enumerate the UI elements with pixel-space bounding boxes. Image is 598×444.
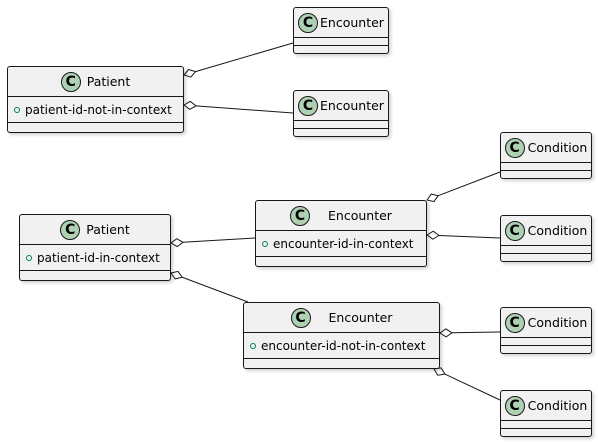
class-methods [20,271,170,280]
class-condition-4[interactable]: C Condition [500,390,592,437]
class-name: Patient [86,74,131,89]
class-header: C Encounter [294,91,388,121]
public-visibility-icon [14,106,20,113]
attribute-row: patient-id-not-in-context [14,103,172,117]
class-methods [501,254,591,261]
aggregation-diamond-icon [183,68,197,78]
class-badge-icon: C [504,137,525,158]
class-header: C Condition [501,133,591,163]
class-methods [501,171,591,178]
aggregation-line-enc_b1-cond_1 [438,171,501,197]
class-encounter-in-context[interactable]: C Encounter encounter-id-in-context [255,200,427,267]
class-condition-1[interactable]: C Condition [500,132,592,179]
class-badge-icon: C [298,12,319,33]
class-header: C Condition [501,391,591,421]
class-condition-3[interactable]: C Condition [500,307,592,354]
class-name: Encounter [328,208,392,223]
class-name: Condition [527,140,588,155]
public-visibility-icon [250,342,256,349]
class-methods [244,359,439,368]
class-header: C Patient [8,67,183,97]
public-visibility-icon [26,254,32,261]
class-header: C Condition [501,216,591,246]
class-attributes [501,421,591,429]
class-methods [501,346,591,353]
attribute-label: encounter-id-not-in-context [261,338,426,353]
class-attributes [501,246,591,254]
class-attributes [294,121,388,129]
class-badge-icon: C [298,95,319,116]
attribute-row: encounter-id-not-in-context [250,339,425,353]
aggregation-diamond-icon [183,100,197,110]
class-header: C Encounter [256,201,426,231]
class-badge-icon: C [290,307,311,328]
class-attributes: patient-id-in-context [20,245,170,271]
class-methods [294,129,388,136]
class-badge-icon: C [60,71,81,92]
class-badge-icon: C [504,395,525,416]
class-header: C Encounter [294,8,388,38]
aggregation-line-patient_b-enc_b2 [182,276,249,303]
class-header: C Condition [501,308,591,338]
class-header: C Patient [20,215,170,245]
aggregation-diamond-icon [170,238,184,248]
class-encounter-not-in-context[interactable]: C Encounter encounter-id-not-in-context [243,302,440,369]
class-attributes: encounter-id-in-context [256,231,426,257]
class-attributes [294,38,388,46]
aggregation-line-patient_b-enc_b1 [182,237,256,243]
attribute-label: patient-id-in-context [37,250,160,265]
class-name: Encounter [320,15,384,30]
class-methods [256,257,426,266]
class-attributes: encounter-id-not-in-context [244,333,439,359]
class-name: Patient [86,222,130,237]
class-condition-2[interactable]: C Condition [500,215,592,262]
public-visibility-icon [262,240,268,247]
class-name: Condition [527,398,588,413]
class-encounter-a2[interactable]: C Encounter [293,90,389,137]
attribute-row: patient-id-in-context [26,251,160,265]
aggregation-diamond-icon [170,270,184,280]
class-patient-not-in-context[interactable]: C Patient patient-id-not-in-context [7,66,184,133]
class-methods [501,429,591,436]
class-badge-icon: C [60,219,81,240]
class-badge-icon: C [504,220,525,241]
aggregation-line-enc_b2-cond_3 [451,331,501,334]
class-patient-in-context[interactable]: C Patient patient-id-in-context [19,214,171,281]
class-methods [8,123,183,132]
aggregation-diamond-icon [426,230,440,240]
class-badge-icon: C [504,312,525,333]
attribute-label: patient-id-not-in-context [25,102,172,117]
aggregation-diamond-icon [426,193,440,203]
class-name: Encounter [328,310,393,325]
class-name: Condition [527,315,588,330]
attribute-label: encounter-id-in-context [273,236,414,251]
aggregation-line-enc_b2-cond_4 [444,373,501,401]
class-attributes [501,338,591,346]
class-attributes: patient-id-not-in-context [8,97,183,123]
aggregation-diamond-icon [439,328,453,338]
class-attributes [501,163,591,171]
class-badge-icon: C [290,205,311,226]
class-methods [294,46,388,53]
class-name: Condition [527,223,588,238]
attribute-row: encounter-id-in-context [262,237,414,251]
aggregation-line-patient_a-enc_a1 [195,42,294,73]
aggregation-line-enc_b1-cond_2 [438,234,501,239]
class-header: C Encounter [244,303,439,333]
class-name: Encounter [320,98,384,113]
class-encounter-a1[interactable]: C Encounter [293,7,389,54]
aggregation-line-patient_a-enc_a2 [195,105,294,114]
